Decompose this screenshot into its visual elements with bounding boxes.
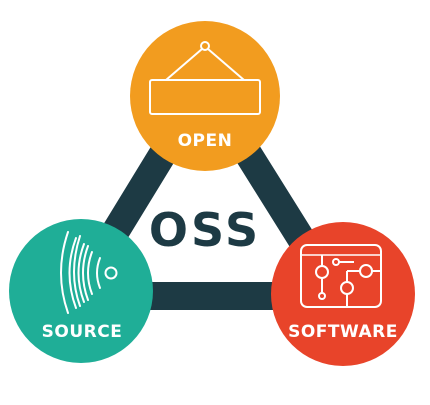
node-software: SOFTWARE (271, 222, 415, 366)
fingerprint-wave-icon (60, 231, 118, 314)
circuit-board-icon (300, 244, 382, 308)
node-open: OPEN (130, 21, 280, 171)
hanging-sign-icon (149, 41, 261, 115)
node-source: SOURCE (9, 219, 153, 363)
triangle-connector (62, 71, 351, 310)
node-source-label: SOURCE (42, 322, 123, 342)
node-open-circle (130, 21, 280, 171)
center-title: OSS (149, 203, 261, 257)
node-open-label: OPEN (178, 131, 233, 151)
node-software-label: SOFTWARE (288, 322, 398, 342)
node-software-circle (271, 222, 415, 366)
